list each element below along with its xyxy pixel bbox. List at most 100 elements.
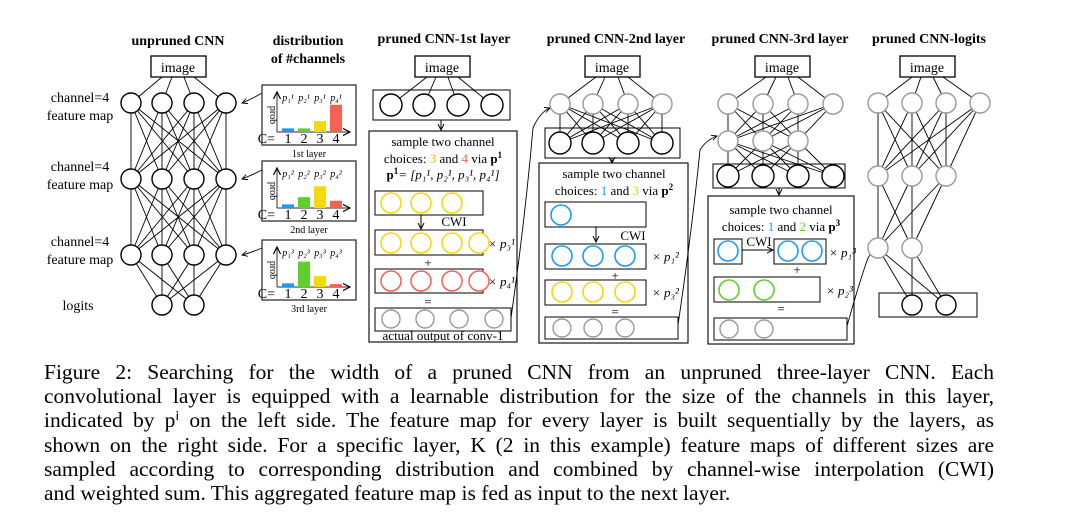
conv2-nodes: [548, 131, 674, 155]
distribution-title-line1: distribution: [273, 34, 344, 49]
cwi-label: CWI: [746, 234, 771, 249]
sample-panel: [368, 130, 518, 343]
node-circle: [120, 92, 142, 114]
bar-4: [330, 104, 342, 132]
edge-line: [559, 103, 663, 144]
logits-title: pruned CNN-logits: [872, 32, 987, 47]
node-circle: [215, 168, 237, 190]
layer2-title: pruned CNN-2nd layer: [547, 32, 685, 47]
conv1-nodes: [379, 76, 504, 117]
chart-title: 2nd layer: [290, 225, 328, 236]
series-label: p₄³: [329, 248, 342, 259]
bar-1: [282, 283, 294, 287]
feature-label-1b: feature map: [47, 109, 113, 124]
choices-text: choices: 1 and 2 via p3: [722, 218, 841, 234]
interp-box: [544, 243, 647, 270]
node-circle: [901, 165, 923, 187]
node-circle: [821, 164, 845, 188]
bar-2: [298, 128, 310, 132]
node-circle: [901, 92, 923, 114]
node-circle: [614, 245, 636, 267]
node-circle: [717, 93, 739, 115]
output-box: [374, 307, 512, 332]
node-circle: [752, 93, 774, 115]
chart-title: 3rd layer: [291, 304, 327, 315]
node-circle: [468, 270, 490, 292]
node-circle: [441, 270, 463, 292]
edge-line: [130, 178, 195, 256]
series-label: p₃¹: [313, 93, 325, 104]
choice-a-box: [374, 190, 484, 216]
caption-line: convolutional layer is equipped with a l…: [44, 384, 994, 409]
logits-box: [878, 292, 978, 318]
node-circle: [581, 131, 605, 155]
node-circle: [550, 204, 572, 226]
arrow-dist1: [242, 92, 263, 103]
choice-a-nodes: [550, 204, 572, 226]
node-circle: [151, 168, 173, 190]
unpruned-edges: [130, 76, 227, 306]
edge-line: [130, 102, 163, 180]
node-circle: [441, 192, 463, 214]
series-label: p₃³: [313, 248, 326, 259]
node-circle: [215, 244, 237, 266]
tick-label: 4: [333, 132, 340, 147]
output-nodes: [552, 318, 635, 338]
node-circle: [787, 130, 809, 152]
choice-b-box: [544, 279, 647, 306]
node-circle: [446, 93, 470, 117]
tick-label: 3: [317, 132, 324, 147]
tick-label: 1: [285, 208, 292, 223]
bar-3: [314, 121, 326, 132]
image-label: image: [161, 61, 195, 76]
caption-line: sampled according to corresponding distr…: [44, 456, 994, 481]
output-nodes: [719, 319, 774, 339]
node-circle: [867, 237, 889, 259]
edge-line: [130, 178, 163, 256]
bar-3: [314, 276, 326, 287]
tick-label: 4: [333, 208, 340, 223]
edge-line: [130, 102, 227, 180]
edge-line: [161, 178, 227, 256]
caption-line: shown on the right side. For a specific …: [44, 432, 994, 457]
node-circle: [582, 245, 604, 267]
equals-sign: =: [424, 294, 431, 309]
node-circle: [468, 232, 490, 254]
tick-label: 2: [301, 208, 308, 223]
arrow-dist2: [242, 169, 263, 179]
node-circle: [786, 164, 810, 188]
node-circle: [183, 244, 205, 266]
plus-sign: +: [424, 255, 431, 270]
node-circle: [867, 165, 889, 187]
edge-line: [130, 102, 195, 180]
choice-a-nodes: [717, 240, 739, 262]
sample-text: sample two channel: [729, 202, 833, 217]
logits-network: [867, 76, 991, 316]
node-circle: [583, 318, 603, 338]
edge-line: [877, 102, 913, 177]
series-label: p₁²: [281, 169, 294, 180]
image-label: image: [425, 61, 459, 76]
choices-text: choices: 1 and 3 via p2: [555, 182, 674, 198]
node-circle: [615, 318, 635, 338]
edge-line: [762, 103, 834, 142]
node-circle: [415, 309, 435, 329]
edge-line: [193, 102, 227, 180]
layer2-network: [549, 76, 673, 144]
edge-line: [161, 102, 227, 180]
series-label: p₁¹: [281, 93, 293, 104]
edge-line: [727, 103, 799, 142]
tick-label: 3: [317, 208, 324, 223]
output-caption: actual output of conv-1: [383, 328, 504, 343]
node-circle: [410, 232, 432, 254]
node-circle: [441, 232, 463, 254]
edge-line: [161, 254, 227, 306]
choice-b-nodes: [551, 281, 636, 303]
node-circle: [183, 168, 205, 190]
layer3-network: [717, 76, 844, 177]
edge-line: [945, 102, 981, 177]
node-circle: [717, 240, 739, 262]
arrow-to-layer3: [677, 136, 717, 326]
node-circle: [614, 281, 636, 303]
y-axis-label: prob: [267, 106, 278, 124]
